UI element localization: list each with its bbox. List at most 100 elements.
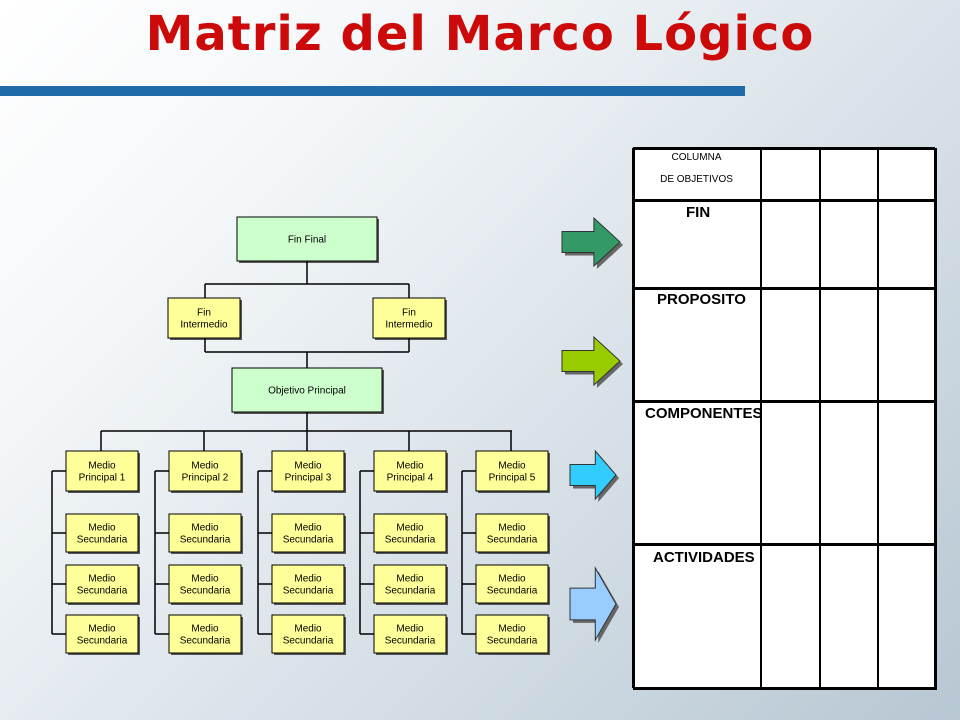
matrix-border-left <box>632 148 635 688</box>
matrix-row-label-proposito: PROPOSITO <box>657 291 746 308</box>
box-label: Medio <box>498 523 526 534</box>
box-rect <box>65 513 139 553</box>
box-label: Secundaria <box>180 535 231 546</box>
box-label: Medio <box>396 523 424 534</box>
box-label: Objetivo Principal <box>268 386 346 397</box>
box-label: Intermedio <box>180 320 228 331</box>
box-label: Principal 2 <box>182 473 229 484</box>
box-label: Secundaria <box>283 636 334 647</box>
box-label: Principal 4 <box>387 473 434 484</box>
matrix-header-line2: DE OBJETIVOS <box>660 174 733 185</box>
box-label: Medio <box>498 574 526 585</box>
box-rect <box>167 297 241 339</box>
box-rect <box>475 513 549 553</box>
arrow-proposito-icon <box>561 335 621 387</box>
box-rect <box>65 564 139 604</box>
matrix-header-line1: COLUMNA <box>671 152 722 163</box>
box-label: Fin Final <box>288 235 326 246</box>
box-rect <box>271 614 345 654</box>
box-label: Principal 1 <box>79 473 126 484</box>
box-label: Medio <box>498 461 526 472</box>
matrix-row-line <box>633 287 935 290</box>
box-label: Secundaria <box>385 586 436 597</box>
box-rect <box>475 614 549 654</box>
box-label: Secundaria <box>385 535 436 546</box>
title-underline-bar <box>0 86 745 96</box>
matrix-panel <box>633 148 935 688</box>
matrix-row-label-componentes: COMPONENTES <box>645 405 763 422</box>
box-label: Secundaria <box>180 636 231 647</box>
box-label: Secundaria <box>283 586 334 597</box>
box-label: Intermedio <box>385 320 433 331</box>
slide-title: Matriz del Marco Lógico <box>145 6 815 62</box>
box-label: Medio <box>88 461 116 472</box>
box-label: Medio <box>294 574 322 585</box>
box-label: Secundaria <box>385 636 436 647</box>
box-label: Secundaria <box>487 535 538 546</box>
box-rect <box>65 450 139 492</box>
box-rect <box>475 450 549 492</box>
box-rect <box>168 450 242 492</box>
box-rect <box>168 614 242 654</box>
box-label: Medio <box>88 523 116 534</box>
box-rect <box>373 513 447 553</box>
box-label: Medio <box>191 523 219 534</box>
box-label: Principal 5 <box>489 473 536 484</box>
box-label: Medio <box>396 624 424 635</box>
box-label: Principal 3 <box>285 473 332 484</box>
box-rect <box>373 564 447 604</box>
box-label: Medio <box>498 624 526 635</box>
matrix-border-right <box>934 148 937 688</box>
box-rect <box>475 564 549 604</box>
box-label: Medio <box>396 461 424 472</box>
matrix-row-label-actividades: ACTIVIDADES <box>653 549 755 566</box>
matrix-row-line <box>633 543 935 546</box>
matrix-border-bottom <box>633 687 937 690</box>
box-rect <box>373 614 447 654</box>
box-label: Secundaria <box>487 586 538 597</box>
box-label: Secundaria <box>77 535 128 546</box>
box-label: Fin <box>402 308 416 319</box>
box-rect <box>271 564 345 604</box>
box-rect <box>168 564 242 604</box>
matrix-column-line <box>819 148 821 688</box>
arrow-componentes-icon <box>569 449 617 501</box>
box-label: Medio <box>294 461 322 472</box>
arrow-actividades-icon <box>569 566 617 642</box>
box-label: Medio <box>294 523 322 534</box>
matrix-border-top <box>633 147 935 150</box>
box-label: Medio <box>191 574 219 585</box>
objetivo-principal-box: Objetivo Principal <box>231 367 384 414</box>
box-label: Medio <box>191 624 219 635</box>
box-label: Secundaria <box>283 535 334 546</box>
box-rect <box>65 614 139 654</box>
box-label: Fin <box>197 308 211 319</box>
fin-final-box: Fin Final <box>236 216 379 263</box>
box-rect <box>236 216 378 262</box>
box-label: Secundaria <box>77 586 128 597</box>
box-label: Secundaria <box>77 636 128 647</box>
box-label: Medio <box>88 624 116 635</box>
box-label: Secundaria <box>180 586 231 597</box>
